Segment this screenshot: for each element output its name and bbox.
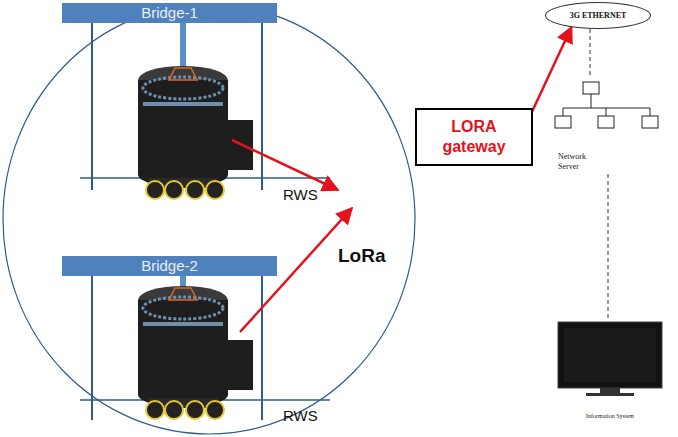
dashed-link: [590, 29, 591, 78]
bridge-frame: [80, 20, 330, 199]
network-icon: [555, 82, 658, 128]
network-cloud: 3G ETHERNET: [545, 2, 651, 29]
lora-label: LoRa: [338, 245, 386, 267]
gateway-box: LORA gateway: [415, 108, 533, 166]
information-system: Information System: [553, 318, 667, 422]
node-text: Information System: [580, 412, 640, 420]
coverage-circle: [3, 4, 415, 434]
bridge-beam: Bridge-1: [62, 3, 277, 23]
dashed-link: [608, 174, 609, 318]
monitor-icon: [558, 322, 662, 396]
node-text: LORA gateway: [439, 117, 509, 157]
radio-link: [232, 140, 338, 190]
uplink-arrow: [531, 27, 572, 114]
node-text: Network Server: [558, 152, 600, 172]
node-text: 3G ETHERNET: [570, 11, 627, 20]
rws-label: RWS: [283, 186, 318, 203]
network-server: Network Server: [548, 78, 663, 174]
node-text: Bridge-1: [141, 5, 198, 21]
bridge-frame: [80, 275, 330, 420]
node-text: Bridge-2: [141, 258, 198, 274]
bridge-beam: Bridge-2: [62, 256, 277, 276]
rws-label: RWS: [283, 407, 318, 424]
